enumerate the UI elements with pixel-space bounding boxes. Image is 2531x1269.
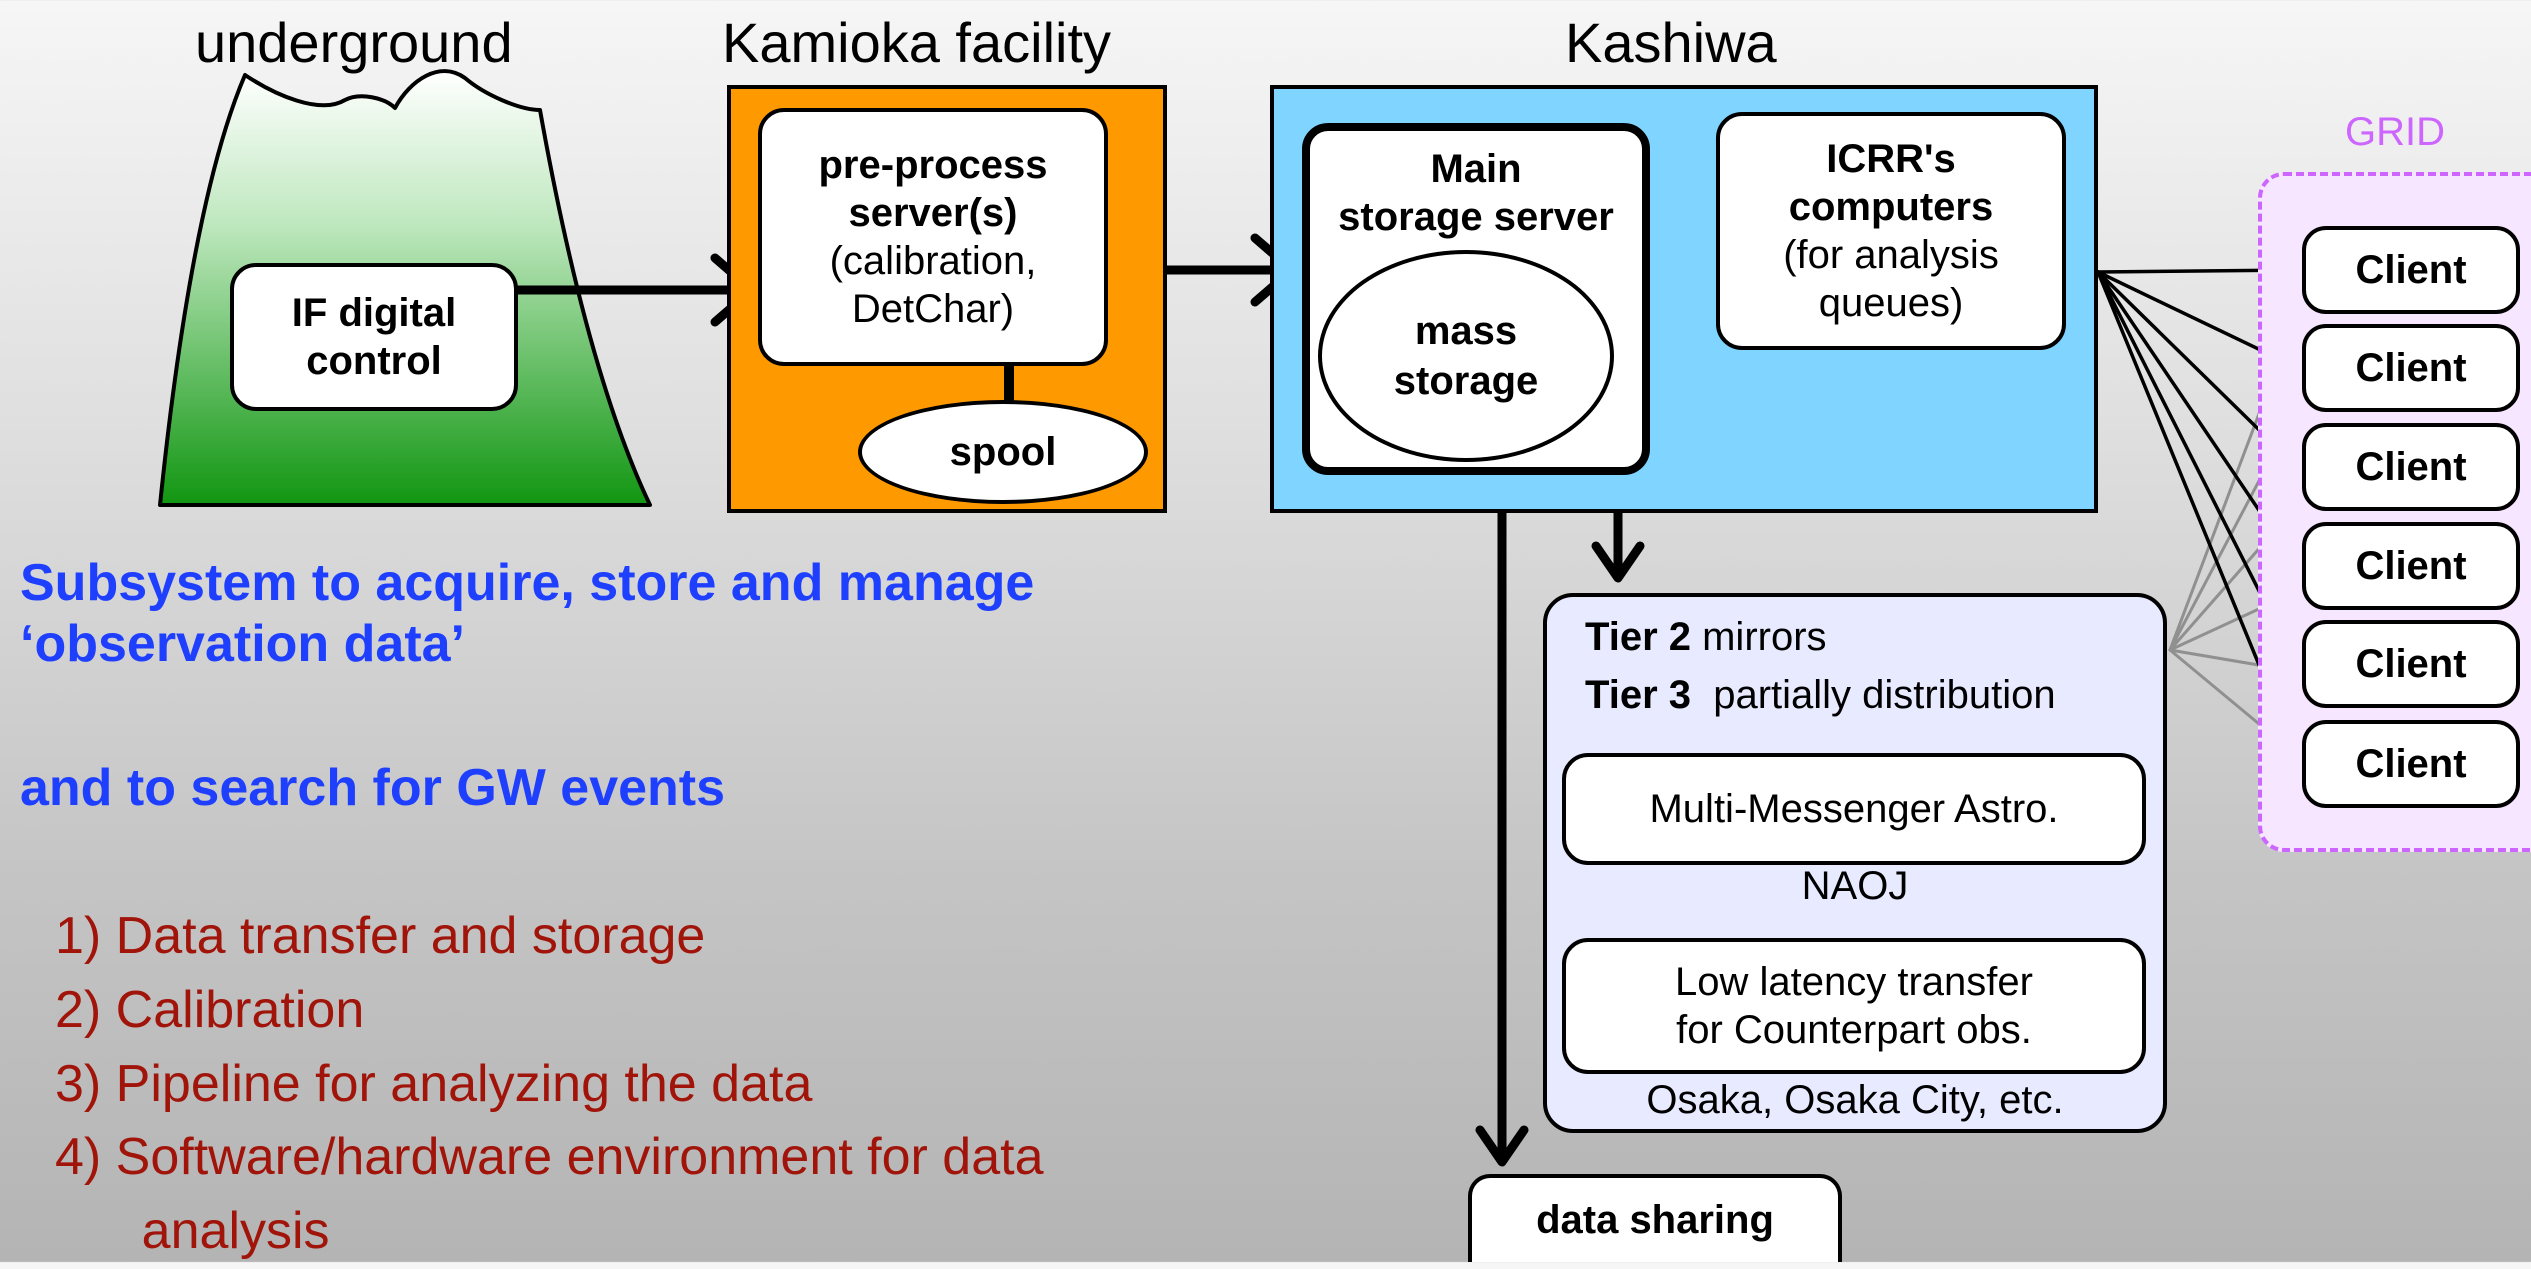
if-control-line-2: control [306,339,442,383]
task-item-3: 3) Pipeline for analyzing the data [55,1054,813,1113]
region-title-underground: underground [195,11,513,74]
preprocess-title-2: server(s) [848,191,1018,235]
icrr-title-1: ICRR's [1826,137,1956,181]
icrr-sub-1: (for analysis [1783,233,1999,277]
mass-storage-line-1: mass [1414,309,1518,353]
low-latency-line-1: Low latency transfer [1675,960,2033,1004]
region-title-kashiwa: Kashiwa [1565,11,1777,74]
tier2-text: mirrors [1691,615,1827,659]
pre-process-server-box: pre-process server(s) (calibration, DetC… [758,108,1108,366]
task-item-4-cont: analysis [55,1202,330,1261]
grid-client-3: Client [2302,423,2520,511]
grid-client-4: Client [2302,522,2520,610]
task-item-2: 2) Calibration [55,980,365,1039]
tier3-label: Tier 3 [1585,673,1691,717]
osaka-label: Osaka, Osaka City, etc. [1646,1078,2064,1122]
description-line-2: ‘observation data’ [20,615,465,674]
tier2-line: Tier 2 mirrors [1585,608,1827,666]
tier2-label: Tier 2 [1585,615,1691,659]
data-sharing-box: data sharing [1468,1174,1842,1262]
main-storage-title-2: storage server [1338,195,1614,239]
task-list: 1) Data transfer and storage 2) Calibrat… [55,900,1044,1269]
multi-messenger-box: Multi-Messenger Astro. [1562,753,2146,865]
description-line-3: and to search for GW events [20,759,726,817]
spool-ellipse: spool [858,400,1148,504]
description-line-1: Subsystem to acquire, store and manage [20,554,1035,612]
low-latency-line-2: for Counterpart obs. [1676,1008,2032,1052]
task-item-1: 1) Data transfer and storage [55,907,706,965]
preprocess-sub-2: DetChar) [851,287,1015,331]
main-storage-title-1: Main [1430,147,1522,191]
task-item-4: 4) Software/hardware environment for dat… [55,1128,1044,1187]
grid-client-5: Client [2302,620,2520,708]
grid-client-2: Client [2302,324,2520,412]
icrr-computers-box: ICRR's computers (for analysis queues) [1716,112,2066,350]
tier3-line: Tier 3 partially distribution [1585,666,2056,724]
mass-storage-ellipse: mass storage [1318,250,1614,462]
preprocess-sub-1: (calibration, [829,239,1037,283]
icrr-sub-2: queues) [1818,281,1964,325]
if-control-line-1: IF digital [291,291,457,335]
region-title-grid: GRID [2345,110,2445,154]
spool-connector [1004,366,1014,404]
preprocess-title-1: pre-process [818,143,1048,187]
mass-storage-line-2: storage [1393,359,1539,403]
grid-client-6: Client [2302,720,2520,808]
description-text: Subsystem to acquire, store and manage ‘… [20,553,1034,676]
low-latency-transfer-box: Low latency transfer for Counterpart obs… [1562,938,2146,1074]
tier3-text: partially distribution [1691,673,2056,717]
region-title-kamioka: Kamioka facility [722,11,1112,74]
if-digital-control-box: IF digital control [230,263,518,411]
naoj-label: NAOJ [1801,864,1909,908]
grid-client-1: Client [2302,226,2520,314]
icrr-title-2: computers [1788,185,1994,229]
